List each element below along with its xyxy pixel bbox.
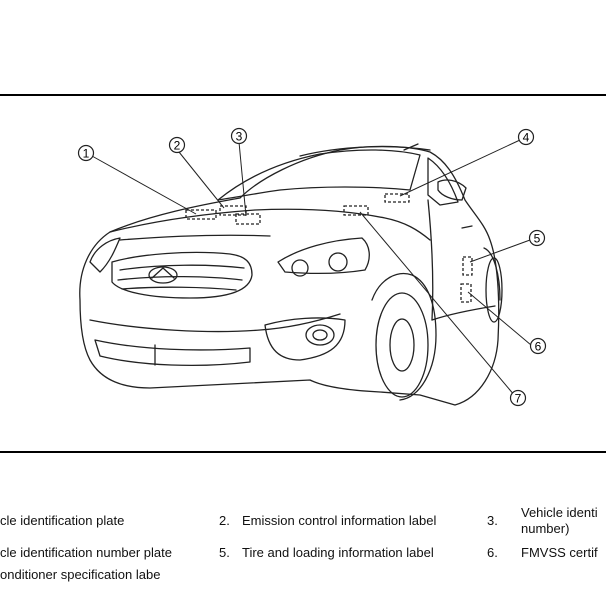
fog-light [305, 324, 335, 346]
svg-text:6: 6 [535, 340, 542, 354]
legend-item-4-text: cle identification number plate [0, 545, 172, 560]
label-location-marker-1 [185, 209, 217, 220]
leader-line-7 [359, 211, 516, 397]
grille-slat [119, 264, 245, 271]
side-sill [431, 305, 496, 321]
right-headlight [277, 237, 370, 274]
windshield-outline [217, 149, 421, 201]
bottom-divider [0, 451, 606, 453]
label-location-marker-2 [219, 205, 247, 216]
vehicle-label-location-diagram: 1 2 3 4 5 6 7 [77, 127, 547, 407]
svg-text:4: 4 [523, 131, 530, 145]
front-bumper [89, 313, 341, 333]
label-location-marker-5 [462, 256, 473, 276]
hood-crease [119, 234, 271, 241]
door-handle [461, 225, 473, 229]
callout-3: 3 [230, 127, 248, 145]
legend-item-7-text: onditioner specification labe [0, 567, 161, 582]
label-location-marker-4 [384, 193, 410, 203]
left-headlight [89, 237, 121, 273]
front-wheel-hub [389, 318, 415, 372]
legend-item-5-text: Tire and loading information label [242, 545, 434, 560]
fog-light-bezel [264, 317, 346, 361]
callout-5: 5 [528, 229, 546, 247]
hood-line [109, 208, 431, 241]
side-window-outline [427, 157, 459, 206]
leader-line-2 [178, 151, 225, 209]
leader-line-4 [399, 139, 521, 197]
leader-line-6 [467, 291, 532, 346]
callout-6: 6 [529, 337, 547, 355]
rear-wheel-arch [483, 247, 501, 301]
label-location-marker-7 [343, 205, 369, 216]
emblem-icon-mark [151, 267, 175, 279]
top-divider [0, 94, 606, 96]
car-body-outline [79, 145, 500, 406]
grille-slat [117, 275, 243, 281]
label-location-marker-3 [235, 213, 261, 225]
leader-line-1 [91, 155, 197, 215]
svg-text:3: 3 [236, 130, 243, 144]
callout-2: 2 [168, 136, 186, 154]
leader-line-3 [238, 141, 247, 217]
leader-line-5 [469, 239, 531, 263]
callout-4: 4 [517, 128, 535, 146]
svg-text:7: 7 [515, 392, 522, 406]
headlight-lens [291, 259, 309, 277]
roof-rail-end [403, 143, 419, 151]
label-location-marker-6 [460, 283, 472, 303]
legend-item-3-text-cont: number) [521, 521, 570, 536]
legend-item-3-text: Vehicle identi [521, 505, 598, 520]
roof-rail [299, 146, 431, 157]
legend-item-1-text: cle identification plate [0, 513, 125, 528]
svg-text:5: 5 [534, 232, 541, 246]
legend-item-6-text: FMVSS certif [521, 545, 598, 560]
legend-item-5-number: 5. [219, 545, 230, 560]
svg-text:2: 2 [174, 139, 181, 153]
legend-item-3-number: 3. [487, 513, 498, 528]
grille-slat [121, 286, 237, 291]
front-wheel [375, 292, 429, 398]
emblem-icon [148, 266, 178, 284]
side-mirror [437, 179, 467, 201]
callout-1: 1 [77, 144, 95, 162]
front-door-line [427, 199, 434, 321]
legend-item-2-number: 2. [219, 513, 230, 528]
rear-wheel [485, 257, 503, 323]
callout-7: 7 [509, 389, 527, 407]
legend-item-6-number: 6. [487, 545, 498, 560]
legend-item-2-text: Emission control information label [242, 513, 437, 528]
lower-intake [94, 339, 251, 367]
headlight-lens [328, 252, 348, 272]
grille-outline [111, 251, 253, 299]
svg-text:1: 1 [83, 147, 90, 161]
fog-light-inner [312, 329, 328, 341]
